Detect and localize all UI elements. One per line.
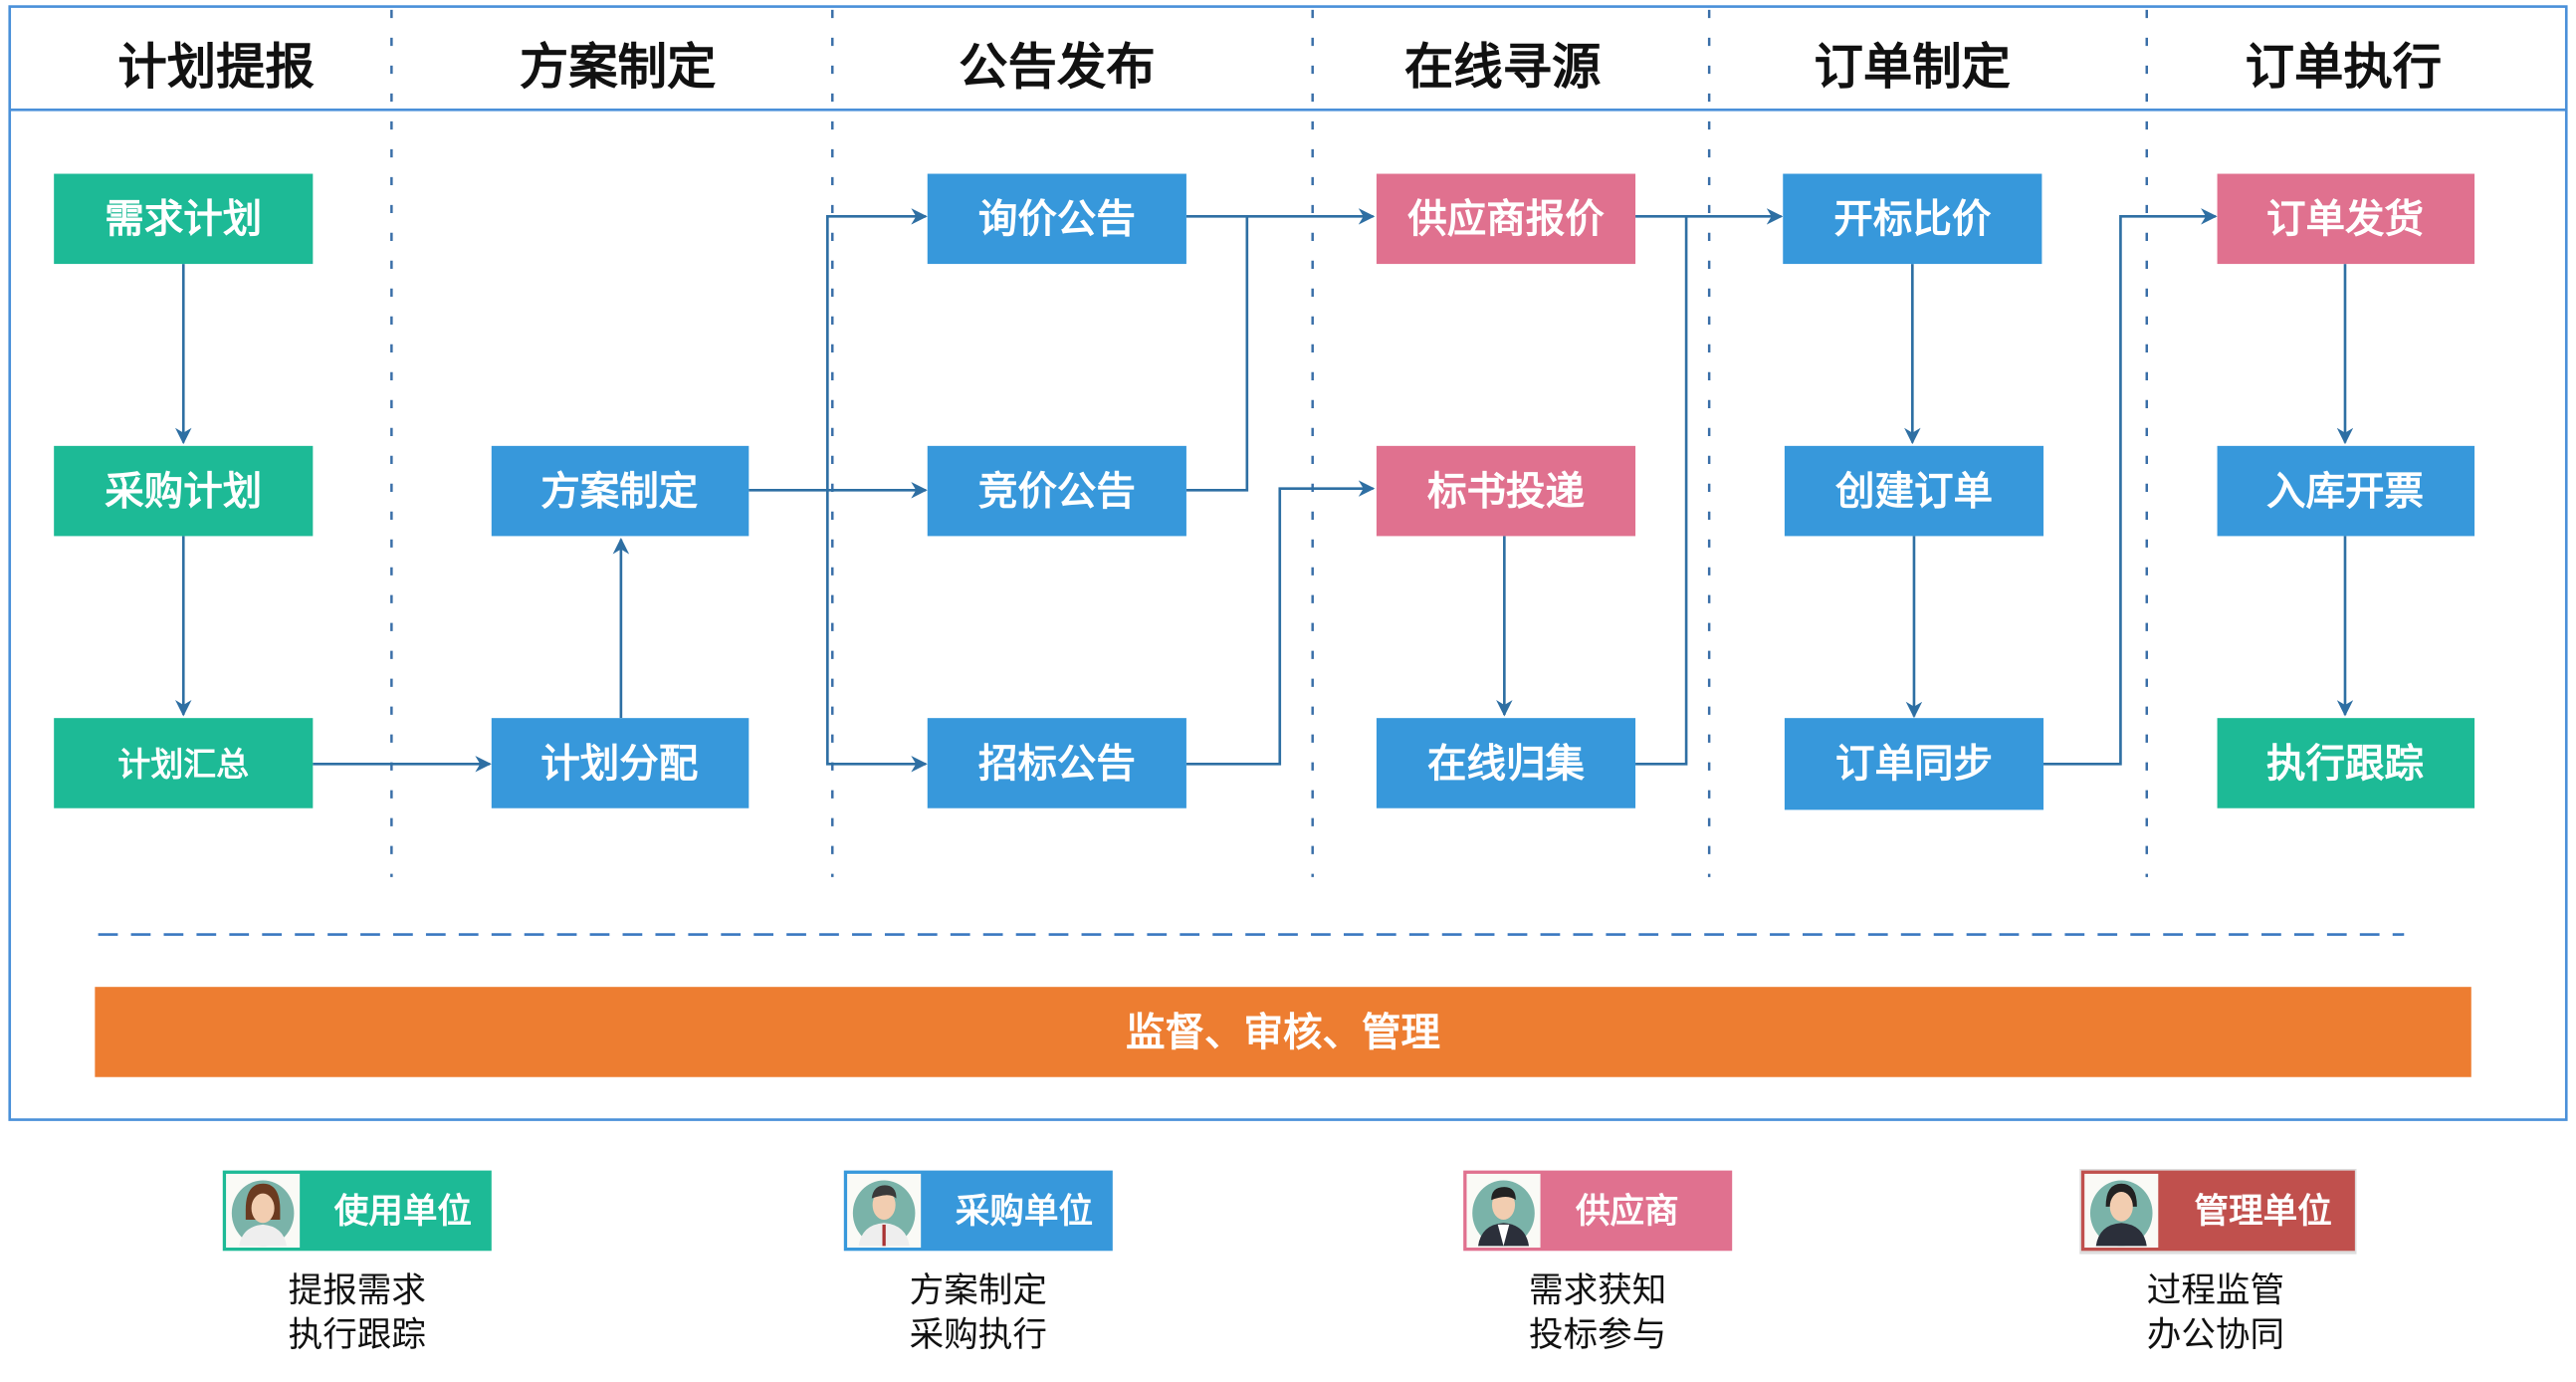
node-label: 订单发货 xyxy=(2266,197,2424,243)
role-label: 供应商 xyxy=(1575,1192,1679,1232)
node-label: 开标比价 xyxy=(1833,197,1992,243)
connector-line xyxy=(1635,216,1688,766)
role-duty: 方案制定 xyxy=(910,1270,1047,1310)
role-duty: 需求获知 xyxy=(1529,1270,1666,1310)
column-header: 计划提报 xyxy=(117,38,315,96)
node-label: 创建订单 xyxy=(1835,469,1993,515)
column-header: 公告发布 xyxy=(959,38,1156,96)
node-label: 在线归集 xyxy=(1427,741,1586,787)
male-avatar-icon xyxy=(852,1180,916,1247)
arrow xyxy=(1185,480,1376,766)
column-header: 订单制定 xyxy=(1815,38,2012,96)
node-online-collection[interactable]: 在线归集 xyxy=(1376,718,1636,808)
node-tender-notice[interactable]: 招标公告 xyxy=(927,718,1186,808)
supervision-label: 监督、审核、管理 xyxy=(1126,1010,1440,1055)
role-label: 管理单位 xyxy=(2195,1192,2332,1232)
role-duty: 办公协同 xyxy=(2147,1315,2284,1355)
column-headers: 计划提报 方案制定 公告发布 在线寻源 订单制定 订单执行 xyxy=(117,38,2442,96)
role-supplier: 供应商 需求获知 投标参与 xyxy=(1463,1170,1733,1355)
role-label: 采购单位 xyxy=(956,1192,1093,1232)
node-scheme[interactable]: 方案制定 xyxy=(491,445,750,537)
node-label: 询价公告 xyxy=(978,197,1136,243)
role-label: 使用单位 xyxy=(333,1192,472,1232)
arrow xyxy=(826,208,928,491)
node-demand-plan[interactable]: 需求计划 xyxy=(54,173,314,265)
connector-line xyxy=(1185,216,1249,492)
node-label: 计划汇总 xyxy=(117,745,249,784)
node-execution-tracking[interactable]: 执行跟踪 xyxy=(2217,718,2475,808)
node-bid-opening[interactable]: 开标比价 xyxy=(1783,173,2042,265)
node-label: 订单同步 xyxy=(1835,741,1993,787)
arrow xyxy=(826,490,928,773)
node-bidding-notice[interactable]: 竞价公告 xyxy=(927,445,1186,537)
node-order-sync[interactable]: 订单同步 xyxy=(1784,718,2044,810)
node-purchase-plan[interactable]: 采购计划 xyxy=(54,445,314,537)
node-bid-submission[interactable]: 标书投递 xyxy=(1376,445,1636,537)
role-management-unit: 管理单位 过程监管 办公协同 xyxy=(2079,1168,2357,1355)
role-user-unit: 使用单位 提报需求 执行跟踪 xyxy=(222,1170,492,1355)
node-order-shipping[interactable]: 订单发货 xyxy=(2217,173,2475,265)
connectors xyxy=(175,208,2354,773)
role-duty: 提报需求 xyxy=(289,1270,426,1310)
column-header: 在线寻源 xyxy=(1404,38,1602,96)
role-purchasing-unit: 采购单位 方案制定 采购执行 xyxy=(843,1170,1113,1355)
node-label: 入库开票 xyxy=(2266,469,2424,515)
node-label: 执行跟踪 xyxy=(2266,741,2425,787)
diagram-frame xyxy=(8,5,2568,1121)
manager-avatar-icon xyxy=(2089,1180,2153,1247)
column-header: 订单执行 xyxy=(2246,38,2443,96)
node-label: 供应商报价 xyxy=(1407,197,1605,243)
node-label: 需求计划 xyxy=(105,197,262,243)
role-duty: 执行跟踪 xyxy=(289,1315,426,1355)
node-label: 方案制定 xyxy=(540,469,699,515)
node-label: 计划分配 xyxy=(540,741,698,787)
node-label: 竞价公告 xyxy=(978,469,1136,515)
column-dividers xyxy=(390,9,2149,877)
female-avatar-icon xyxy=(231,1180,295,1247)
supervision-bar: 监督、审核、管理 xyxy=(95,987,2471,1077)
node-label: 标书投递 xyxy=(1427,469,1586,515)
node-inquiry-notice[interactable]: 询价公告 xyxy=(927,173,1186,265)
node-plan-allocation[interactable]: 计划分配 xyxy=(491,718,750,808)
node-label: 采购计划 xyxy=(105,469,262,515)
column-header: 方案制定 xyxy=(520,38,717,96)
role-duty: 过程监管 xyxy=(2147,1270,2284,1310)
node-plan-summary[interactable]: 计划汇总 xyxy=(54,718,314,808)
node-warehouse-invoice[interactable]: 入库开票 xyxy=(2217,445,2475,537)
arrow xyxy=(2043,208,2218,766)
node-supplier-quote[interactable]: 供应商报价 xyxy=(1376,173,1636,265)
node-label: 招标公告 xyxy=(978,741,1136,787)
node-create-order[interactable]: 创建订单 xyxy=(1784,445,2044,537)
role-duty: 采购执行 xyxy=(910,1315,1047,1355)
role-duty: 投标参与 xyxy=(1529,1315,1666,1355)
businessman-avatar-icon xyxy=(1472,1180,1535,1247)
